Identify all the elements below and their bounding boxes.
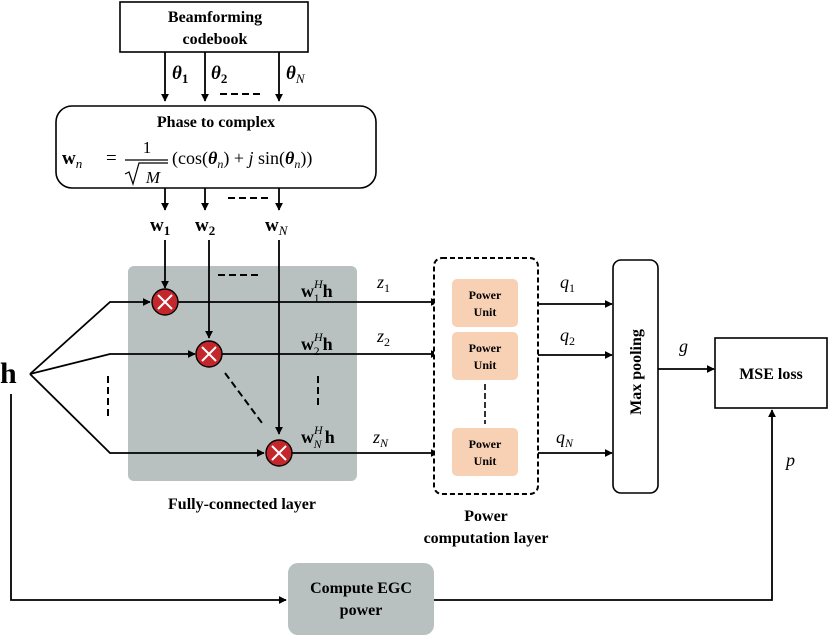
zN-label: zN (372, 427, 389, 450)
egc-label-line2: power (340, 602, 383, 619)
multiplier-N (265, 439, 293, 467)
svg-text:Power: Power (469, 437, 502, 451)
wN-label: wN (265, 215, 289, 238)
egc-label-line1: Compute EGC (310, 580, 412, 597)
p-label: p (784, 450, 795, 470)
phase-to-complex-title: Phase to complex (157, 114, 275, 131)
h-branch-1 (29, 298, 151, 375)
max-pooling-label: Max pooling (628, 329, 645, 415)
power-layer-label-line2: computation layer (424, 530, 549, 547)
theta1-label: θ1 (172, 63, 188, 86)
multiplier-1 (151, 288, 179, 316)
q2-label: q2 (560, 325, 575, 348)
power-unit-2: Power Unit (452, 332, 518, 380)
equation-numerator: 1 (143, 138, 152, 157)
equation-denominator: M (145, 168, 161, 187)
equation-equals: = (106, 148, 117, 169)
q1-label: q1 (560, 272, 575, 295)
svg-text:Unit: Unit (474, 454, 497, 468)
compute-egc-power-box (288, 563, 434, 635)
h-to-egc-path (10, 394, 287, 604)
theta2-label: θ2 (211, 63, 227, 86)
fc-layer-background (128, 266, 357, 481)
svg-text:Power: Power (469, 341, 502, 355)
egc-to-mse-path (434, 409, 776, 601)
equation-body: (cos(θn) + j sin(θn)) (172, 148, 312, 171)
svg-text:Unit: Unit (474, 358, 497, 372)
h-branch-N (29, 373, 265, 457)
mse-loss-label: MSE loss (739, 366, 803, 383)
equation-lhs: wn (62, 148, 82, 171)
qN-label: qN (556, 427, 574, 450)
w2-label: w2 (195, 215, 215, 238)
fc-layer-label: Fully-connected layer (168, 496, 316, 513)
svg-text:Unit: Unit (474, 305, 497, 319)
mse-loss-box (714, 337, 828, 409)
g-label: g (679, 336, 688, 356)
power-unit-1: Power Unit (452, 279, 518, 327)
svg-text:Power: Power (469, 288, 502, 302)
multiplier-2 (195, 340, 223, 368)
z1-label: z1 (376, 272, 390, 295)
equation-sqrt-sign (124, 162, 168, 187)
codebook-box (119, 1, 309, 53)
h-branch-2 (29, 350, 196, 375)
input-h-label: h (0, 357, 17, 390)
power-layer-label-line1: Power (464, 508, 508, 525)
thetaN-label: θN (286, 63, 306, 86)
power-unit-N: Power Unit (452, 428, 518, 476)
w1-label: w1 (150, 215, 170, 238)
codebook-label-line2: codebook (183, 31, 248, 48)
codebook-label-line1: Beamforming (168, 9, 262, 26)
phase-to-complex-box (55, 105, 377, 189)
z2-label: z2 (376, 326, 390, 349)
max-pooling-box (612, 259, 659, 494)
